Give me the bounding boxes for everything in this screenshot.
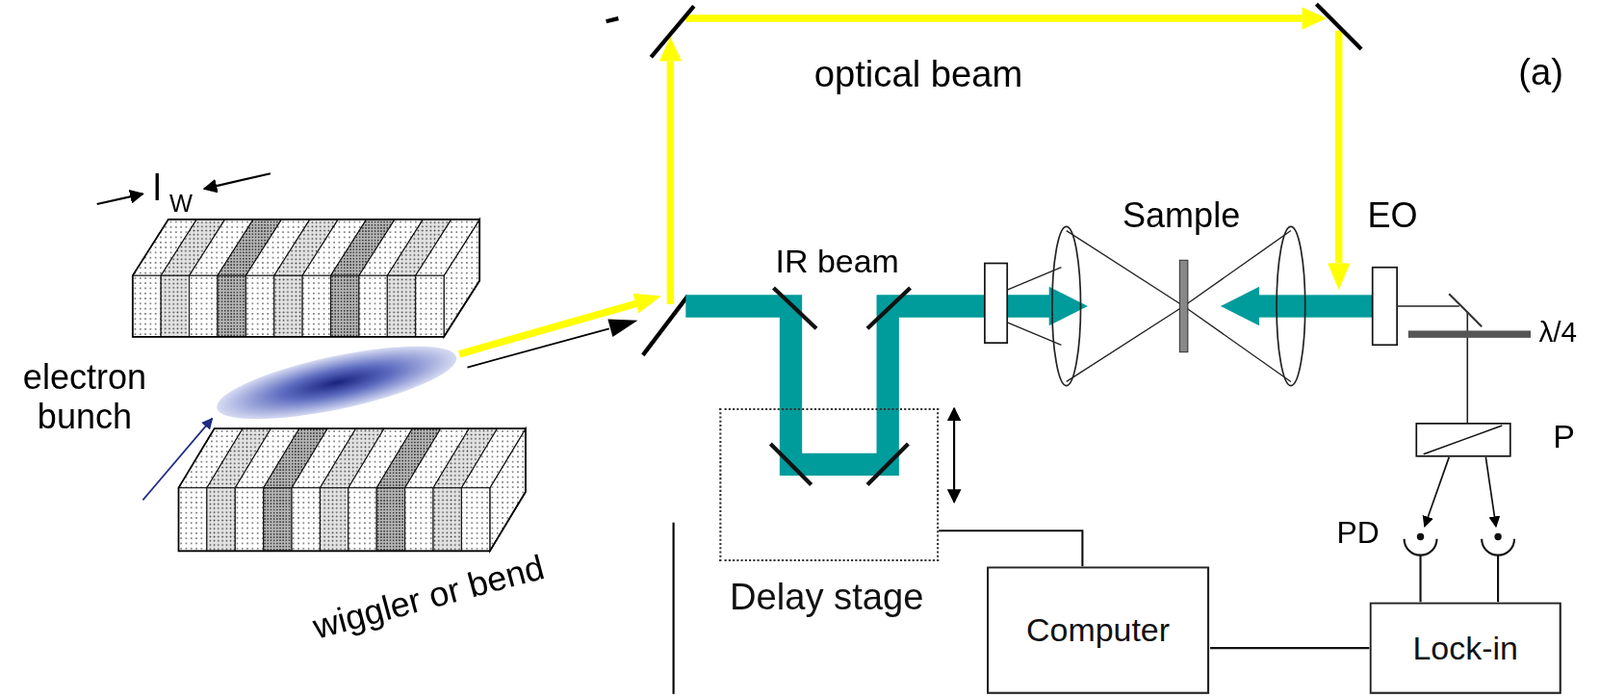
photodiode <box>1494 533 1501 541</box>
magnet-pole <box>206 488 235 552</box>
illustration-part <box>1466 311 1469 424</box>
delay-mirror <box>770 287 910 486</box>
post-line <box>672 522 675 695</box>
period-arrow <box>97 193 144 205</box>
illustration-part <box>632 293 661 313</box>
filter-window <box>984 262 1007 343</box>
illustration-part <box>1184 306 1291 382</box>
instrument-box: Lock-in <box>1369 601 1562 694</box>
magnet-pole <box>376 488 405 552</box>
label-text: optical beam <box>814 52 1023 96</box>
illustration-part <box>132 219 526 551</box>
illustration-part <box>1404 539 1438 556</box>
magnet-pole <box>405 488 434 552</box>
radiation-arrowhead <box>607 318 638 336</box>
eo-crystal <box>1372 267 1397 346</box>
magnet-pole <box>348 488 377 552</box>
magnet-pole <box>433 488 462 552</box>
magnet-pole <box>331 275 360 337</box>
photodiode <box>1404 539 1515 603</box>
magnet-pole <box>234 488 263 552</box>
magnet-pole <box>387 275 415 337</box>
illustration-part <box>1066 231 1185 307</box>
illustration-part <box>773 287 817 329</box>
magnet-block <box>178 428 525 551</box>
illustration-part <box>1316 3 1362 50</box>
node-label: Lock-in <box>1412 629 1518 668</box>
illustration-part <box>1066 306 1185 382</box>
period-arrow <box>204 173 271 189</box>
magnet-pole <box>415 275 444 337</box>
motion-arrow <box>953 408 955 503</box>
illustration-part <box>770 443 811 485</box>
ir-beam-head <box>1220 286 1260 326</box>
lens <box>1276 226 1306 386</box>
label-text: W <box>169 189 193 218</box>
label-text: PD <box>1337 515 1380 551</box>
illustration-part <box>685 14 1302 22</box>
magnet-pole <box>245 275 274 337</box>
magnet-pole <box>461 488 490 552</box>
magnet-pole <box>359 275 388 337</box>
illustration-part <box>1327 262 1350 290</box>
illustration-part <box>1481 539 1515 556</box>
ir-beam-head <box>1049 286 1088 326</box>
illustration-part <box>643 295 689 355</box>
magnet-pole <box>319 488 348 552</box>
pickoff-mirror <box>1448 293 1482 327</box>
signal-wire <box>938 530 1083 567</box>
magnet-pole <box>291 488 320 552</box>
polarizer <box>1416 423 1511 457</box>
illustration-part <box>867 443 908 485</box>
label-text: P <box>1552 418 1575 457</box>
probe-path <box>1396 306 1468 424</box>
sample-plate <box>1179 259 1188 352</box>
illustration-part <box>1496 555 1499 603</box>
signal-wire <box>1209 646 1369 649</box>
illustration-part <box>650 5 695 57</box>
label-text: (a) <box>1518 51 1564 94</box>
illustration-part <box>459 303 638 355</box>
label-text: electron bunch <box>7 357 161 438</box>
magnet-outline <box>132 219 480 337</box>
label-text: EO <box>1367 196 1418 236</box>
illustration-part <box>1396 305 1460 308</box>
electron-bunch <box>211 331 463 435</box>
magnet-pole <box>302 275 331 337</box>
magnet-block <box>132 219 480 337</box>
split-beam-arrow <box>1424 457 1449 527</box>
photodiode <box>1417 533 1424 541</box>
polarizer <box>1423 425 1503 455</box>
illustration-part <box>867 287 911 329</box>
magnet-pole <box>160 275 189 337</box>
illustration-part <box>1335 30 1342 264</box>
magnet-pole <box>132 275 161 337</box>
lens <box>1052 226 1082 386</box>
illustration-part <box>1419 555 1421 603</box>
label-text: Sample <box>1122 196 1240 236</box>
beam-direction-arrow <box>142 418 212 501</box>
label-text: wiggler or bend <box>309 546 549 647</box>
label-text: IR beam <box>775 242 900 281</box>
label-text: l <box>153 166 161 209</box>
magnet-pole <box>461 428 525 488</box>
magnet-pole <box>415 219 480 276</box>
instrument-box: Computer <box>986 566 1210 695</box>
node-label: Delay stage <box>729 575 925 619</box>
quarter-wave-plate <box>1408 330 1531 337</box>
illustration-part <box>606 18 620 22</box>
magnet-pole <box>189 275 218 337</box>
label-text: λ/4 <box>1538 316 1577 350</box>
magnet-pole <box>178 488 207 552</box>
magnet-pole <box>217 275 246 337</box>
focus-rays <box>1006 231 1291 383</box>
magnet-pole <box>274 275 303 337</box>
node-label: Computer <box>1026 611 1170 649</box>
split-beam-arrow <box>1485 457 1497 527</box>
illustration-part <box>667 61 674 305</box>
magnet-outline <box>178 428 525 551</box>
magnet-pole <box>263 488 292 552</box>
illustration-part <box>1184 231 1291 307</box>
stage-box: Delay stage <box>719 408 939 562</box>
